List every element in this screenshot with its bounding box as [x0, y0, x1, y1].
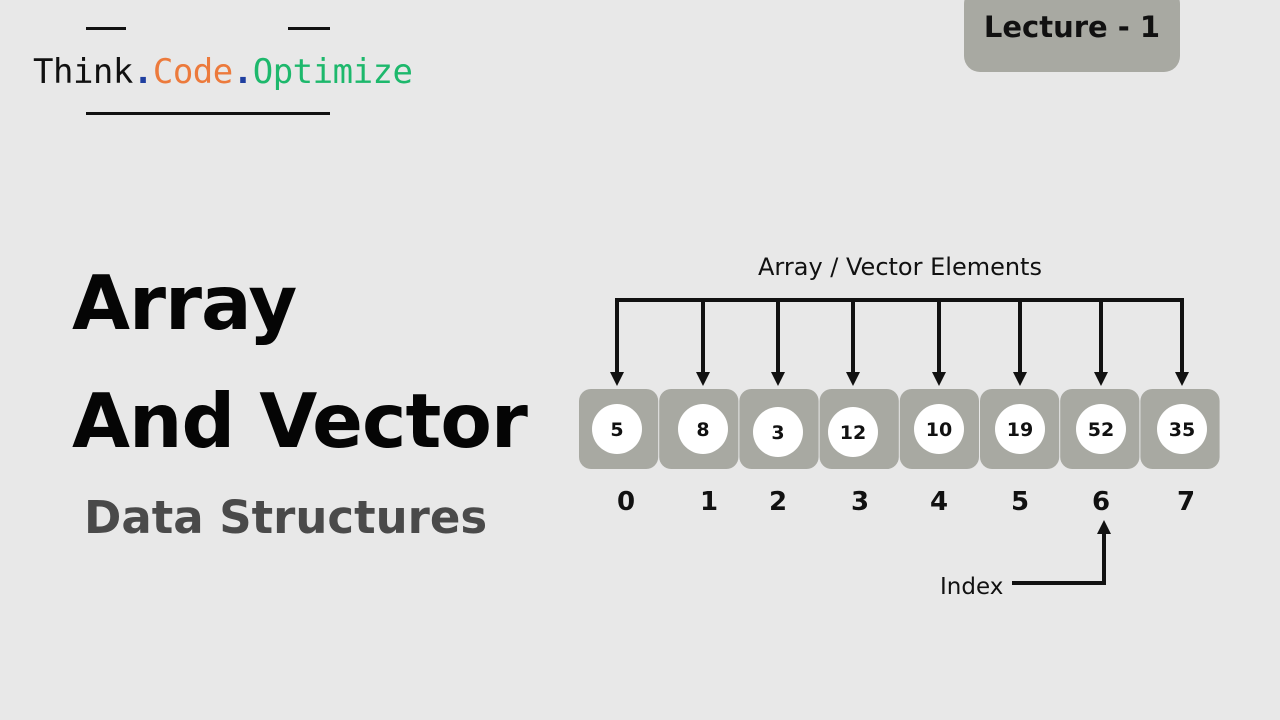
array-cell-value: 35	[1169, 419, 1195, 441]
lecture-badge-label: Lecture - 1	[983, 10, 1161, 44]
array-cell: 8	[659, 389, 739, 469]
logo-optimize: Optimize	[252, 52, 413, 92]
array-index-label: 1	[700, 487, 718, 517]
array-cell-value: 3	[771, 422, 784, 444]
logo-dot-1: .	[132, 52, 153, 92]
array-cell: 10	[899, 389, 979, 469]
array-cell-value: 8	[696, 419, 709, 441]
title-line-2: And Vector	[72, 377, 528, 465]
array-cell-circle	[753, 407, 803, 457]
array-cell-circle	[914, 404, 964, 454]
array-cells: 5 8 3 12 10 19 52 35	[579, 300, 1220, 469]
title-line-1: Array	[72, 259, 297, 347]
array-cell: 3	[739, 389, 819, 469]
array-cell: 5	[579, 389, 659, 469]
array-cell-circle	[828, 407, 878, 457]
array-cell-value: 5	[610, 419, 623, 441]
logo: Think.Code.Optimize	[33, 50, 413, 94]
array-cell-circle	[1076, 404, 1126, 454]
index-pointer: Index	[940, 520, 1111, 600]
array-cell-circle	[592, 404, 642, 454]
array-index-label: 2	[769, 487, 787, 517]
logo-top-line-left	[86, 27, 126, 30]
logo-think: Think	[33, 52, 133, 92]
logo-bottom-line	[86, 112, 330, 115]
array-index-label: 3	[851, 487, 869, 517]
logo-top-line-right	[288, 27, 330, 30]
array-cell: 52	[1060, 389, 1140, 469]
elements-label: Array / Vector Elements	[758, 253, 1042, 281]
array-cell-value: 52	[1088, 419, 1114, 441]
subtitle: Data Structures	[84, 491, 488, 544]
array-index-label: 4	[930, 487, 948, 517]
array-cell-circle	[1157, 404, 1207, 454]
array-cell-value: 10	[926, 419, 952, 441]
array-cell: 35	[1140, 389, 1220, 469]
array-index-label: 5	[1011, 487, 1029, 517]
logo-dot-2: .	[232, 52, 253, 92]
array-cell: 19	[980, 389, 1060, 469]
index-label: Index	[940, 574, 1003, 600]
array-indices: 0 1 2 3 4 5 6 7	[617, 487, 1195, 517]
index-pointer-arrow	[1012, 520, 1111, 585]
array-index-label: 0	[617, 487, 635, 517]
array-index-label: 7	[1177, 487, 1195, 517]
logo-code: Code	[152, 52, 233, 92]
array-cell-value: 19	[1007, 419, 1033, 441]
lecture-badge: Lecture - 1	[964, 0, 1180, 72]
array-index-label: 6	[1092, 487, 1110, 517]
array-cell: 12	[819, 389, 899, 469]
array-cell-circle	[995, 404, 1045, 454]
array-cell-value: 12	[840, 422, 866, 444]
array-cell-circle	[678, 404, 728, 454]
